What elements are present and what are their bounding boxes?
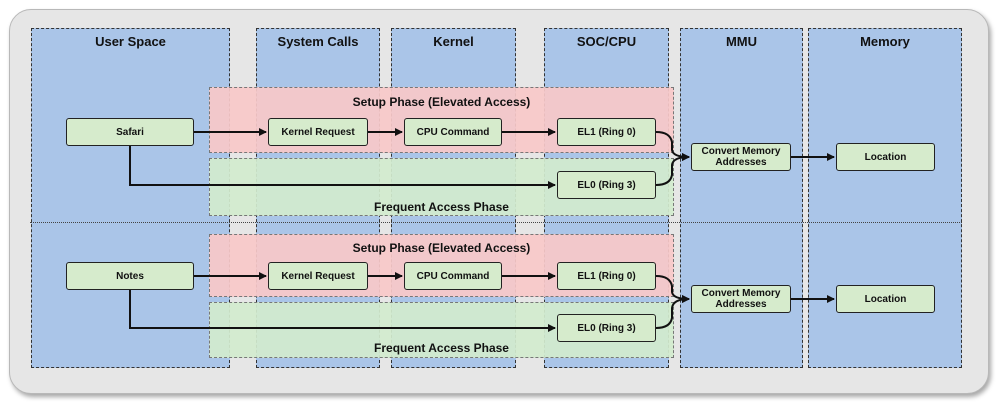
cpu-command-node: CPU Command	[404, 118, 502, 146]
el1-node: EL1 (Ring 0)	[557, 262, 656, 290]
app-node-notes: Notes	[66, 262, 194, 290]
lane-title-memory: Memory	[860, 34, 910, 49]
el0-node: EL0 (Ring 3)	[557, 314, 656, 342]
lane-title-user-space: User Space	[95, 34, 166, 49]
el0-node: EL0 (Ring 3)	[557, 171, 656, 199]
cpu-command-node: CPU Command	[404, 262, 502, 290]
lane-memory	[808, 28, 962, 368]
mmu-node: Convert Memory Addresses	[691, 143, 791, 171]
lane-title-system-calls: System Calls	[277, 34, 359, 49]
frequent-access-phase-label: Frequent Access Phase	[374, 341, 509, 355]
arrow-el0-to-mmu	[655, 153, 690, 186]
el1-node: EL1 (Ring 0)	[557, 118, 656, 146]
setup-phase-label: Setup Phase (Elevated Access)	[352, 95, 531, 109]
arrow-el1-to-mmu	[655, 131, 690, 161]
arrow-safari-to-el0	[129, 146, 556, 189]
arrow-notes-to-el0	[129, 290, 556, 332]
setup-phase-label: Setup Phase (Elevated Access)	[352, 241, 531, 255]
memory-location-node: Location	[836, 143, 935, 171]
mmu-node: Convert Memory Addresses	[691, 285, 791, 313]
arrow-el1-to-mmu	[655, 275, 690, 303]
flow-divider	[30, 222, 962, 223]
frequent-access-phase-label: Frequent Access Phase	[374, 200, 509, 214]
lane-title-mmu: MMU	[725, 34, 758, 49]
kernel-request-node: Kernel Request	[268, 262, 368, 290]
arrow-el0-to-mmu	[655, 295, 690, 329]
kernel-request-node: Kernel Request	[268, 118, 368, 146]
lane-title-soc-cpu: SOC/CPU	[576, 34, 637, 49]
app-node-safari: Safari	[66, 118, 194, 146]
lane-title-kernel: Kernel	[433, 34, 474, 49]
memory-location-node: Location	[836, 285, 935, 313]
